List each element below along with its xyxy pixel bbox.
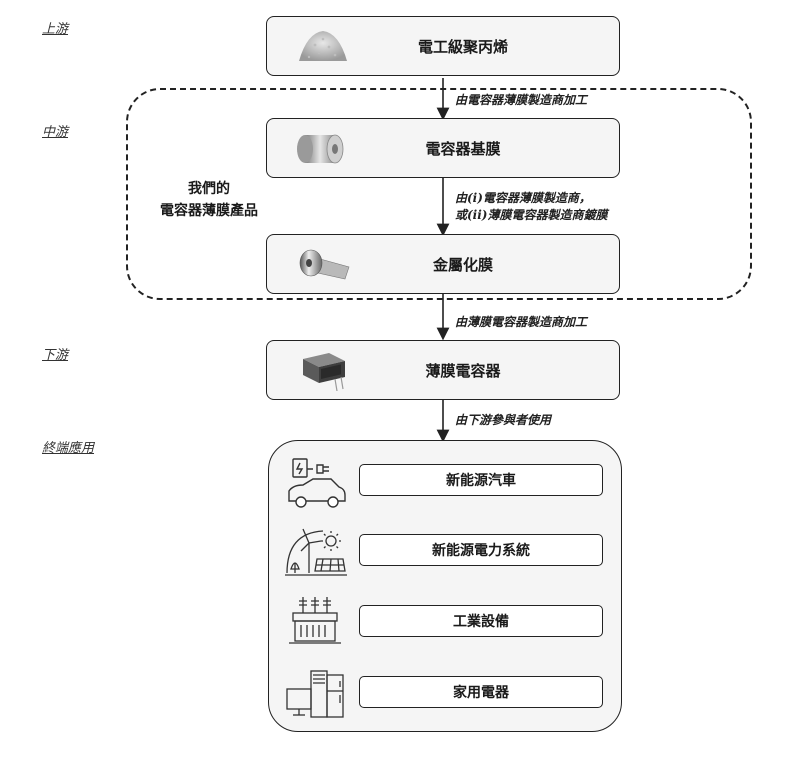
box-polypropylene-label: 電工級聚丙烯: [417, 37, 508, 56]
arrow-3-label: 由薄膜電容器製造商加工: [455, 315, 588, 329]
capacitor-icon: [303, 353, 345, 391]
film-roll-icon: [297, 134, 344, 164]
our-products-line1: 我們的: [188, 181, 230, 197]
arrow-4-label: 由下游參與者使用: [455, 413, 552, 427]
our-products-region: [126, 88, 752, 300]
ev-charging-icon: [288, 458, 346, 508]
end-use-panel: 新能源汽車 新能源電力系統 工業設備 家用電器: [268, 440, 622, 732]
box-polypropylene: 電工級聚丙烯: [266, 16, 620, 76]
box-metallized-film-label: 金屬化膜: [432, 255, 493, 274]
stage-label-end-use: 終端應用: [42, 441, 95, 456]
metallized-film-roll-icon: [299, 249, 350, 280]
box-base-film: 電容器基膜: [266, 118, 620, 178]
stage-label-downstream: 下游: [42, 348, 69, 363]
our-products-label: 我們的 電容器薄膜產品: [136, 178, 282, 222]
home-appliances-icon: [286, 670, 344, 718]
app-row-home-appliances: 家用電器: [359, 676, 603, 708]
industrial-equipment-icon: [289, 597, 341, 644]
arrow-2-label: 由(i)電容器薄膜製造商， 或(ii)薄膜電容器製造商鍍膜: [455, 190, 607, 224]
app-row-new-energy-vehicles: 新能源汽車: [359, 464, 603, 496]
box-metallized-film: 金屬化膜: [266, 234, 620, 294]
box-film-capacitor-label: 薄膜電容器: [425, 361, 501, 380]
our-products-line2: 電容器薄膜產品: [160, 203, 258, 219]
app-row-renewable-power-systems: 新能源電力系統: [359, 534, 603, 566]
renewable-energy-icon: [285, 528, 347, 576]
resin-pellets-icon: [299, 31, 347, 61]
box-film-capacitor: 薄膜電容器: [266, 340, 620, 400]
stage-label-upstream: 上游: [42, 22, 69, 37]
arrow-1-label: 由電容器薄膜製造商加工: [455, 93, 588, 107]
arrow-2-label-line1: 由(i)電容器薄膜製造商，: [455, 191, 591, 205]
stage-label-midstream: 中游: [42, 125, 69, 140]
arrow-2-label-line2: 或(ii)薄膜電容器製造商鍍膜: [455, 208, 608, 222]
box-base-film-label: 電容器基膜: [425, 139, 501, 158]
app-row-industrial-equipment: 工業設備: [359, 605, 603, 637]
